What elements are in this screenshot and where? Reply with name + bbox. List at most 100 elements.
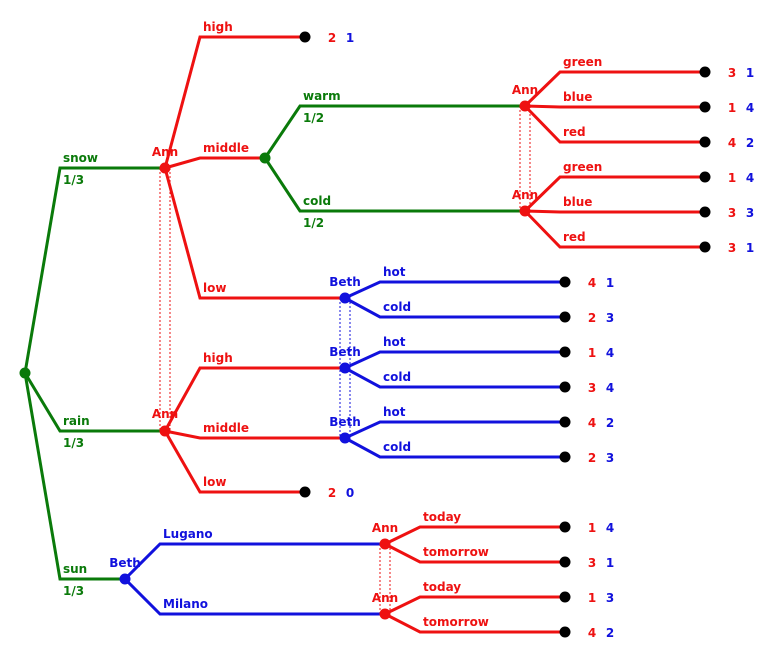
edge-line xyxy=(344,366,565,389)
terminal-dot xyxy=(559,556,571,568)
terminal-dot xyxy=(699,101,711,113)
node-player-label: Ann xyxy=(372,521,398,535)
edge-rmid-hot: hot xyxy=(344,405,565,440)
payoff-beth: 3 xyxy=(606,311,614,325)
edge-label: today xyxy=(423,580,461,594)
edge-line xyxy=(523,70,705,108)
edge-label: hot xyxy=(383,335,406,349)
terminal-dot xyxy=(559,591,571,603)
edge-label: cold xyxy=(383,440,411,454)
payoff-ann: 1 xyxy=(588,591,596,605)
node-dot xyxy=(159,162,171,174)
payoff-ann: 2 xyxy=(328,31,336,45)
node-dot xyxy=(339,362,351,374)
edge-label: cold xyxy=(303,194,331,208)
edge-rain-middle: middle xyxy=(164,421,345,440)
edge-label: red xyxy=(563,125,586,139)
edge-line xyxy=(524,104,705,109)
node-dot xyxy=(379,538,391,550)
payoff-ann: 2 xyxy=(588,311,596,325)
edge-cold: cold 1/2 xyxy=(263,157,525,230)
edge-line xyxy=(164,156,265,170)
is-ann-warm-cold xyxy=(519,106,531,211)
payoff-ann: 1 xyxy=(588,521,596,535)
edge-label: high xyxy=(203,351,233,365)
edge-rain-high: high xyxy=(163,351,345,432)
node-chance-middle xyxy=(259,152,271,164)
node-dot xyxy=(339,432,351,444)
payoff-ann: 3 xyxy=(728,241,736,255)
edge-line xyxy=(344,296,565,319)
edge-lugano-tomorrow: tomorrow xyxy=(384,542,565,564)
node-beth-sun: Beth xyxy=(109,556,141,585)
edge-line xyxy=(384,612,565,634)
edge-cold-green: green xyxy=(523,160,705,213)
edge-snow-low: low xyxy=(163,167,345,300)
node-player-label: Ann xyxy=(372,591,398,605)
edge-label: high xyxy=(203,20,233,34)
payoff-beth: 1 xyxy=(346,31,354,45)
edge-rain-low: low xyxy=(163,430,305,494)
edge-warm-blue: blue xyxy=(524,90,705,109)
edge-rhigh-hot: hot xyxy=(344,335,565,370)
payoff-beth: 1 xyxy=(746,241,754,255)
payoff-ann: 4 xyxy=(588,626,596,640)
node-player-label: Ann xyxy=(152,145,178,159)
payoff-beth: 1 xyxy=(606,556,614,570)
edge-line xyxy=(344,350,565,370)
node-ann-lugano: Ann xyxy=(372,521,398,550)
edge-label: blue xyxy=(563,90,592,104)
terminal-dot xyxy=(559,381,571,393)
node-beth-rhigh: Beth xyxy=(329,345,361,374)
terminal-dot xyxy=(559,276,571,288)
node-player-label: Beth xyxy=(109,556,141,570)
node-player-label: Ann xyxy=(512,188,538,202)
node-dot xyxy=(339,292,351,304)
edge-snow-high: high xyxy=(163,20,305,169)
edge-label: hot xyxy=(383,405,406,419)
edge-label: low xyxy=(203,281,226,295)
payoff-beth: 4 xyxy=(606,521,614,535)
payoff-beth: 4 xyxy=(606,346,614,360)
node-root xyxy=(19,367,31,379)
edge-probability: 1/2 xyxy=(303,216,324,230)
payoff-beth: 1 xyxy=(606,276,614,290)
node-ann-snow: Ann xyxy=(152,145,178,174)
edge-line xyxy=(344,420,565,440)
edge-lugano-today: today xyxy=(384,510,565,546)
edge-label: middle xyxy=(203,141,249,155)
node-player-label: Ann xyxy=(152,407,178,421)
terminal-dot xyxy=(699,171,711,183)
payoff-beth: 3 xyxy=(606,451,614,465)
edge-label: cold xyxy=(383,370,411,384)
payoff-beth: 2 xyxy=(606,626,614,640)
terminal-dot xyxy=(559,451,571,463)
edge-probability: 1/2 xyxy=(303,111,324,125)
edge-label: cold xyxy=(383,300,411,314)
edge-lugano: Lugano xyxy=(123,527,385,581)
edge-line xyxy=(344,280,565,300)
payoff-ann: 1 xyxy=(728,171,736,185)
edge-line xyxy=(164,429,345,440)
edge-cold-blue: blue xyxy=(524,195,705,214)
edge-probability: 1/3 xyxy=(63,173,84,187)
node-ann-warm: Ann xyxy=(512,83,538,112)
edge-line xyxy=(23,166,165,374)
terminal-dot xyxy=(559,416,571,428)
edge-line xyxy=(384,525,565,546)
edge-line xyxy=(23,372,125,581)
node-dot xyxy=(259,152,271,164)
edge-label: hot xyxy=(383,265,406,279)
terminal-dot xyxy=(559,521,571,533)
terminal-dot xyxy=(559,626,571,638)
